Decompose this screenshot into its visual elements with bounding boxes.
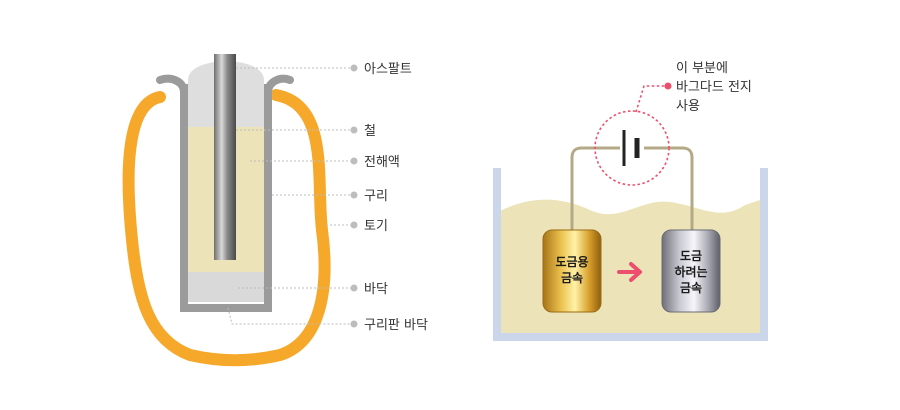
plating-metal-label-1: 도금용 (555, 254, 588, 269)
plating-metal-label-2: 금속 (561, 271, 583, 285)
cylinder-lip-left (156, 74, 188, 96)
note-dot (664, 82, 672, 90)
plating-solution (500, 199, 760, 333)
bath-container (493, 168, 768, 341)
note-line-3: 사용 (676, 99, 700, 114)
note-line-1: 이 부분에 (676, 61, 728, 76)
baghdad-battery-diagram: 아스팔트 철 전해액 구리 토기 바닥 구리판 바닥 (122, 54, 428, 367)
electroplating-diagram: 이 부분에 바그다드 전지 사용 도금용 금속 도금 하려는 금속 (493, 61, 768, 341)
label-clay-jar: 토기 (364, 219, 388, 234)
target-metal-label-1: 도금 (680, 249, 702, 263)
label-electrolyte: 전해액 (364, 155, 400, 170)
clay-jar-outline (122, 89, 331, 367)
battery-highlight-circle (594, 110, 670, 186)
target-metal-label-2: 하려는 (674, 264, 707, 279)
plating-metal-electrode (542, 229, 602, 313)
transfer-arrow-icon (617, 262, 642, 282)
label-iron: 철 (364, 124, 376, 139)
note-line-2: 바그다드 전지 (676, 80, 752, 95)
leader-dots (350, 64, 358, 328)
iron-rod (214, 54, 236, 260)
label-bottom: 바닥 (364, 282, 388, 297)
label-copper-plate-bottom: 구리판 바닥 (364, 318, 428, 333)
label-copper: 구리 (364, 189, 388, 204)
cylinder-lip-right (264, 74, 294, 96)
bottom-area (188, 272, 264, 302)
target-metal-electrode (661, 229, 721, 313)
note-leader-line (635, 85, 666, 113)
label-asphalt: 아스팔트 (364, 62, 412, 77)
copper-cylinder (180, 84, 272, 312)
target-metal-label-3: 금속 (680, 281, 702, 295)
leader-lines (227, 67, 352, 325)
